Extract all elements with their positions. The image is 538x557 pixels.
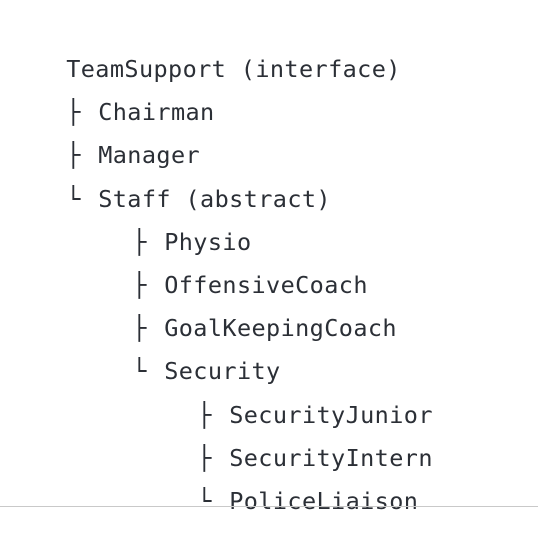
tree-node-label: GoalKeepingCoach — [164, 314, 397, 343]
tree-node-physio: ├ Physio — [8, 187, 433, 256]
tree-node-staff: └ Staff (abstract) — [8, 144, 433, 213]
bottom-divider — [0, 506, 538, 507]
tree-branch-connector: ├ — [132, 227, 147, 256]
tree-node-label: SecurityJunior — [229, 400, 433, 429]
class-hierarchy-tree: TeamSupport (interface) ├ Chairman ├ Manag… — [8, 14, 433, 515]
tree-node-police-liaison: └ PoliceLiaison — [8, 446, 433, 515]
tree-node-offensive-coach: ├ OffensiveCoach — [8, 230, 433, 299]
tree-node-label: Staff (abstract) — [98, 184, 331, 213]
tree-node-label: Security — [164, 357, 281, 386]
tree-branch-connector: ├ — [66, 98, 81, 127]
tree-root: TeamSupport (interface) — [8, 14, 433, 83]
tree-branch-connector: ├ — [66, 141, 81, 170]
tree-branch-connector: ├ — [132, 270, 147, 299]
tree-branch-connector: ├ — [132, 314, 147, 343]
tree-node-label: Chairman — [98, 98, 215, 127]
tree-node-label: Manager — [98, 141, 201, 170]
tree-node-goalkeeping-coach: ├ GoalKeepingCoach — [8, 273, 433, 342]
tree-node-label: Physio — [164, 227, 252, 256]
tree-node-label: OffensiveCoach — [164, 270, 368, 299]
tree-branch-connector: └ — [132, 357, 147, 386]
tree-node-security-intern: ├ SecurityIntern — [8, 403, 433, 472]
tree-node-label: SecurityIntern — [229, 443, 433, 472]
tree-root-label: TeamSupport (interface) — [66, 55, 401, 83]
tree-branch-connector: └ — [66, 184, 81, 213]
tree-branch-connector: ├ — [197, 400, 212, 429]
tree-node-manager: ├ Manager — [8, 100, 433, 169]
tree-node-chairman: ├ Chairman — [8, 57, 433, 126]
tree-branch-connector: ├ — [197, 443, 212, 472]
tree-node-security-junior: ├ SecurityJunior — [8, 360, 433, 429]
tree-node-label: PoliceLiaison — [229, 486, 419, 515]
tree-node-security: └ Security — [8, 316, 433, 385]
tree-branch-connector: └ — [197, 486, 212, 515]
